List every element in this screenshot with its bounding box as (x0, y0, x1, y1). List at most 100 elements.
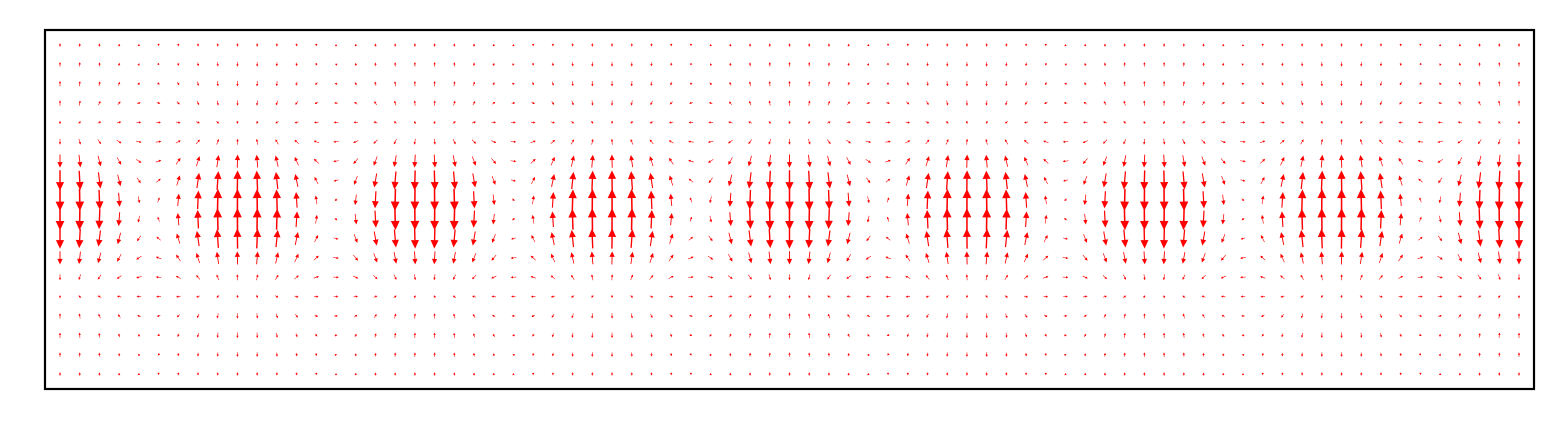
vector-arrow (1024, 62, 1028, 67)
vector-arrow (512, 353, 515, 357)
vector-arrow (788, 332, 791, 339)
vector-arrow (1005, 100, 1008, 106)
vector-arrow (1477, 252, 1482, 264)
vector-arrow (531, 214, 535, 224)
vector-arrow (1024, 313, 1028, 318)
vector-arrow (788, 138, 791, 145)
vector-arrow (1123, 138, 1127, 145)
vector-arrow (116, 275, 122, 279)
vector-arrow (768, 121, 772, 124)
vector-arrow (985, 295, 988, 298)
vector-arrow (374, 333, 377, 338)
vector-arrow (768, 43, 771, 47)
vector-arrow (453, 62, 456, 67)
vector-arrow (512, 63, 515, 66)
vector-arrow (1024, 352, 1028, 357)
vector-arrow (255, 295, 259, 298)
vector-arrow (765, 208, 775, 231)
vector-arrow (1141, 154, 1147, 168)
vector-arrow (1221, 295, 1226, 298)
vector-arrow (530, 255, 536, 261)
vector-arrow (1023, 232, 1029, 246)
vector-arrow (607, 170, 617, 191)
vector-arrow (1063, 237, 1068, 240)
vector-arrow (1143, 81, 1146, 87)
vector-arrow (155, 140, 162, 143)
vector-arrow (885, 275, 891, 279)
vector-arrow (471, 231, 477, 246)
vector-arrow (886, 314, 890, 318)
vector-arrow (709, 43, 712, 47)
vector-arrow (1496, 251, 1502, 265)
vector-arrow (275, 295, 279, 298)
vector-arrow (412, 154, 418, 168)
vector-arrow (1102, 231, 1108, 246)
vector-arrow (1399, 81, 1402, 86)
vector-arrow (729, 101, 732, 105)
vector-arrow (1377, 172, 1384, 189)
vector-arrow (982, 188, 992, 211)
vector-arrow (1103, 352, 1107, 357)
vector-arrow (472, 333, 476, 338)
vector-arrow (807, 332, 811, 338)
vector-arrow (707, 276, 714, 279)
vector-arrow (57, 251, 63, 265)
vector-arrow (825, 189, 833, 210)
vector-arrow (708, 102, 713, 105)
vector-arrow (1300, 43, 1304, 47)
vector-arrow (1082, 275, 1088, 279)
vector-arrow (1498, 100, 1501, 106)
vector-arrow (374, 372, 377, 376)
vector-arrow (1418, 236, 1423, 241)
vector-arrow (1280, 174, 1286, 187)
vector-arrow (1517, 100, 1521, 106)
vector-arrow (1417, 256, 1424, 260)
vector-arrow (55, 208, 65, 231)
vector-arrow (610, 80, 614, 87)
vector-arrow (1043, 195, 1048, 205)
vector-arrow (354, 101, 358, 105)
vector-arrow (531, 101, 535, 105)
vector-arrow (157, 333, 160, 336)
vector-arrow (1024, 81, 1028, 86)
vector-arrow (449, 188, 459, 211)
vector-arrow (668, 213, 674, 226)
vector-arrow (1494, 208, 1504, 231)
vector-arrow (410, 188, 420, 211)
vector-arrow (788, 62, 791, 67)
vector-arrow (1457, 174, 1462, 187)
vector-arrow (728, 139, 733, 144)
vector-arrow (866, 295, 871, 298)
vector-arrow (885, 256, 891, 260)
vector-arrow (1280, 295, 1285, 298)
vector-arrow (1200, 231, 1207, 246)
vector-arrow (591, 332, 594, 338)
vector-arrow (1300, 295, 1304, 298)
vector-arrow (275, 274, 279, 280)
vector-arrow (727, 275, 733, 279)
vector-arrow (236, 62, 239, 67)
vector-arrow (1044, 214, 1048, 224)
vector-arrow (1002, 189, 1011, 211)
vector-arrow (176, 175, 181, 186)
vector-arrow (156, 236, 161, 241)
vector-arrow (1182, 62, 1186, 67)
vector-arrow (1379, 100, 1383, 106)
vector-arrow (117, 295, 122, 298)
vector-arrow (491, 275, 497, 279)
vector-arrow (551, 81, 555, 86)
vector-arrow (806, 154, 812, 168)
vector-arrow (689, 353, 692, 356)
vector-arrow (985, 100, 988, 106)
vector-arrow (788, 352, 791, 357)
vector-arrow (1338, 154, 1345, 168)
vector-arrow (1379, 43, 1383, 47)
vector-arrow (1437, 121, 1443, 124)
vector-arrow (1377, 209, 1385, 229)
vector-arrow (1123, 313, 1126, 319)
vector-arrow (373, 121, 378, 124)
vector-arrow (648, 230, 655, 247)
vector-arrow (1340, 43, 1343, 47)
vector-arrow (216, 43, 219, 47)
vector-arrow (1163, 295, 1166, 299)
